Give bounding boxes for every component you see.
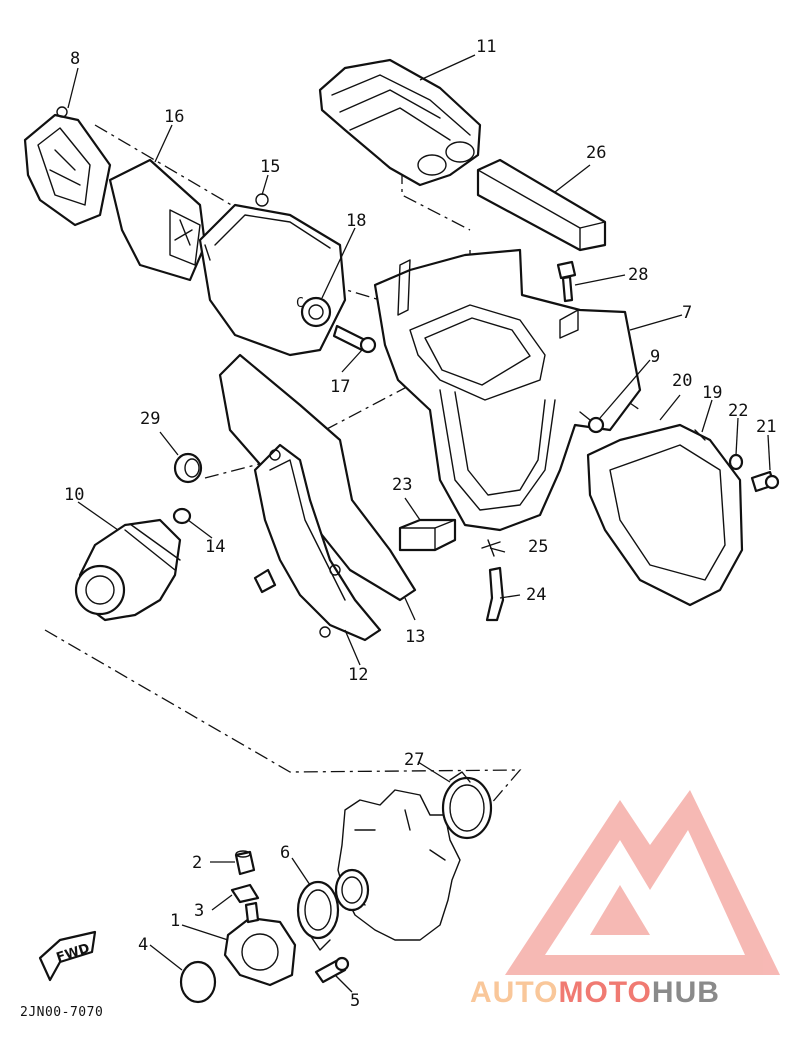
watermark-part-hub: HUB (652, 976, 720, 1009)
callout-24: 24 (526, 585, 546, 605)
callout-8: 8 (70, 49, 80, 69)
callout-23: 23 (392, 475, 412, 495)
engine-outline (337, 789, 461, 941)
callout-15: 15 (260, 157, 280, 177)
callout-10: 10 (64, 485, 84, 505)
part-19-gasket (694, 429, 706, 441)
callout-9: 9 (650, 347, 660, 367)
part-15-air-cleaner-case (198, 193, 347, 357)
callout-28: 28 (628, 265, 648, 285)
watermark-logo (505, 790, 780, 975)
part-23-foam (398, 518, 457, 552)
part-10-joint (74, 518, 182, 622)
callout-27: 27 (404, 750, 424, 770)
part-20-cover (586, 423, 744, 607)
callout-17: 17 (330, 377, 350, 397)
engine-ring (334, 868, 370, 912)
part-11-intake-funnel (318, 58, 482, 187)
callout-1: 1 (170, 911, 180, 931)
part-21-bolt (750, 470, 780, 493)
callout-20: 20 (672, 371, 692, 391)
callout-6: 6 (280, 843, 290, 863)
callout-2: 2 (192, 853, 202, 873)
part-2-cap (234, 850, 256, 876)
callout-4: 4 (138, 935, 148, 955)
part-12-bracket (253, 443, 382, 642)
part-14-screw (172, 507, 192, 525)
callout-13: 13 (405, 627, 425, 647)
callout-16: 16 (164, 107, 184, 127)
callout-21: 21 (756, 417, 776, 437)
callout-25: 25 (528, 537, 548, 557)
callout-26: 26 (586, 143, 606, 163)
part-5-bolt (314, 956, 350, 984)
part-29-grommet (173, 452, 203, 484)
callout-19: 19 (702, 383, 722, 403)
callout-7: 7 (682, 303, 692, 323)
part-1-carburetor-joint (223, 901, 297, 987)
diagram-code: 2JN00-7070 (20, 1005, 103, 1020)
watermark-part-moto: MOTO (558, 976, 651, 1009)
part-24-drain-hose (485, 566, 505, 622)
callout-numbers: 1 2 3 4 5 6 7 8 9 10 11 12 13 14 15 16 1… (64, 37, 776, 1011)
part-26-foam-block (476, 158, 607, 252)
part-22-washer (728, 453, 744, 471)
part-8-intake-joint (23, 106, 112, 227)
watermark-text: AUTOMOTOHUB (470, 976, 720, 1009)
leader-lines (67, 54, 771, 993)
part-9-screw (579, 411, 605, 434)
part-28-bolt (556, 260, 577, 303)
callout-11: 11 (476, 37, 496, 57)
part-4-o-ring (179, 960, 217, 1004)
watermark-part-auto: AUTO (470, 976, 558, 1009)
callout-3: 3 (194, 901, 204, 921)
callout-12: 12 (348, 665, 368, 685)
part-3-clip (230, 883, 260, 904)
callout-5: 5 (350, 991, 360, 1011)
callout-18: 18 (346, 211, 366, 231)
part-6-clamp (296, 880, 340, 951)
part-27-clamp (441, 771, 493, 840)
part-7-air-box (373, 248, 642, 532)
part-17-bolt (332, 324, 377, 354)
part-16-duct (108, 158, 207, 282)
callout-14: 14 (205, 537, 225, 557)
callout-22: 22 (728, 401, 748, 421)
callout-29: 29 (140, 409, 160, 429)
svg-text:C: C (296, 296, 304, 311)
fwd-arrow-icon: FWD (38, 930, 97, 982)
part-18-grommet: C (296, 296, 332, 328)
